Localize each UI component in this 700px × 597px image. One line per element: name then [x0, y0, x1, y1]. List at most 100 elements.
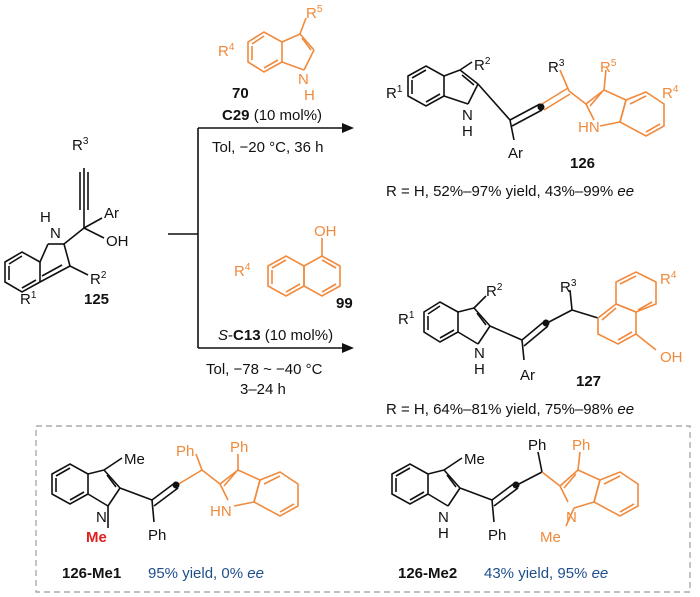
svg-text:N: N — [462, 107, 473, 124]
svg-text:Me: Me — [540, 529, 561, 546]
bottom-time-text: 3–24 h — [240, 381, 286, 398]
svg-text:Ph: Ph — [230, 439, 248, 456]
c127-r3: R — [560, 279, 571, 296]
c127-r4: R — [660, 271, 671, 288]
compound-label-125: 125 — [84, 291, 109, 308]
c125-r2-sup: 2 — [101, 270, 107, 281]
c127-r1: R — [398, 311, 409, 328]
svg-text:HN: HN — [210, 503, 232, 520]
c127-r4-sup: 4 — [671, 270, 677, 281]
bottom-result-ee: ee — [617, 401, 634, 418]
svg-text:Ph: Ph — [148, 527, 166, 544]
arrow-head-bottom — [342, 343, 354, 353]
c125-ar: Ar — [104, 205, 119, 222]
svg-text:Me: Me — [464, 451, 485, 468]
me2-n-me: Me — [540, 529, 561, 546]
c127-h: H — [474, 361, 485, 378]
svg-text:OH: OH — [106, 233, 129, 250]
svg-text:Me: Me — [86, 529, 107, 546]
bottom-conditions: S-C13 (10 mol%) Tol, −78 ~ −40 °C 3–24 h — [206, 327, 333, 398]
me2-ph-top: Ph — [528, 437, 546, 454]
bottom-conditions-text: Tol, −78 ~ −40 °C — [206, 361, 323, 378]
svg-text:N: N — [474, 345, 485, 362]
svg-text:H: H — [462, 123, 473, 140]
top-result: R = H, 52%–97% yield, 43%–99% ee — [386, 183, 634, 200]
svg-text:H: H — [438, 525, 449, 542]
compound-label-126-me2: 126-Me2 — [398, 565, 457, 582]
c127-r1-sup: 1 — [409, 310, 415, 321]
c70-r4-sup: 4 — [229, 42, 235, 53]
c70-h: H — [304, 87, 315, 104]
me2-result: 43% yield, 95% ee — [484, 565, 608, 582]
me1-ph-right: Ph — [230, 439, 248, 456]
svg-text:R1: R1 — [398, 310, 415, 328]
c126-n: N — [462, 107, 473, 124]
me2-ph-orange: Ph — [572, 437, 590, 454]
compound-126-me2: Me N H Ph Ph Ph N Me 126-Me2 43% yield, … — [391, 437, 639, 582]
compound-label-70: 70 — [232, 85, 249, 102]
me1-ph-bottom: Ph — [148, 527, 166, 544]
svg-text:H: H — [304, 87, 315, 104]
c127-r2: R — [486, 283, 497, 300]
compound-127: R1 R2 N H Ar R3 R4 OH 127 — [398, 270, 683, 390]
svg-text:H: H — [40, 209, 51, 226]
svg-text:N: N — [438, 509, 449, 526]
compound-125: N H R3 Ar OH R2 R1 125 — [4, 136, 129, 308]
c70-n: N — [298, 71, 309, 88]
compound-70: R4 R5 N H 70 — [218, 4, 323, 104]
bottom-result: R = H, 64%–81% yield, 75%–98% ee — [386, 401, 634, 418]
svg-text:R4: R4 — [660, 270, 677, 288]
svg-text:Ar: Ar — [508, 145, 523, 162]
c126-r5: R — [600, 59, 611, 76]
svg-text:R5: R5 — [600, 58, 617, 76]
svg-text:R3: R3 — [548, 58, 565, 76]
c125-r3-sup: 3 — [83, 136, 89, 147]
svg-text:N: N — [566, 509, 577, 526]
c126-h: H — [462, 123, 473, 140]
svg-text:R4: R4 — [234, 262, 251, 280]
me1-n-me: Me — [86, 529, 107, 546]
compound-label-99: 99 — [336, 295, 353, 312]
me2-h: H — [438, 525, 449, 542]
svg-text:S-C13 (10 mol%): S-C13 (10 mol%) — [218, 327, 333, 344]
c127-n: N — [474, 345, 485, 362]
compound-label-126: 126 — [570, 155, 595, 172]
c125-r2: R — [90, 271, 101, 288]
svg-text:R2: R2 — [90, 270, 107, 288]
svg-text:Ar: Ar — [104, 205, 119, 222]
svg-text:H: H — [474, 361, 485, 378]
c70-r5: R — [306, 5, 317, 22]
svg-text:N: N — [50, 225, 61, 242]
top-conditions-text: Tol, −20 °C, 36 h — [212, 139, 323, 156]
me1-ph-left: Ph — [176, 443, 194, 460]
compound-99: OH R4 99 — [234, 223, 353, 312]
c127-r2-sup: 2 — [497, 282, 503, 293]
catalyst-c29-load: (10 mol%) — [250, 107, 323, 124]
svg-text:R1: R1 — [386, 84, 403, 102]
c126-r4: R — [662, 85, 673, 102]
svg-text:R5: R5 — [306, 4, 323, 22]
svg-text:Ph: Ph — [528, 437, 546, 454]
catalyst-c13-prefix: S — [218, 327, 228, 344]
compound-126-me1: Me N Me Ph Ph Ph HN 126-Me1 95% yield, 0… — [51, 439, 299, 582]
c126-r1-sup: 1 — [397, 84, 403, 95]
svg-text:R4: R4 — [218, 42, 235, 60]
catalyst-c13-dash: - — [228, 327, 233, 344]
c127-oh: OH — [660, 349, 683, 366]
c127-r3-sup: 3 — [571, 278, 577, 289]
c126-ar: Ar — [508, 145, 523, 162]
compound-label-126-me1: 126-Me1 — [62, 565, 121, 582]
svg-text:R2: R2 — [474, 56, 491, 74]
c99-r4: R — [234, 263, 245, 280]
me2-n: N — [438, 509, 449, 526]
c126-r2: R — [474, 57, 485, 74]
svg-text:Ph: Ph — [176, 443, 194, 460]
c125-n: N — [50, 225, 61, 242]
c126-r3-sup: 3 — [559, 58, 565, 69]
me1-result: 95% yield, 0% ee — [148, 565, 264, 582]
c126-r1: R — [386, 85, 397, 102]
svg-text:OH: OH — [314, 223, 337, 240]
c99-oh: OH — [314, 223, 337, 240]
c126-r4-sup: 4 — [673, 84, 679, 95]
